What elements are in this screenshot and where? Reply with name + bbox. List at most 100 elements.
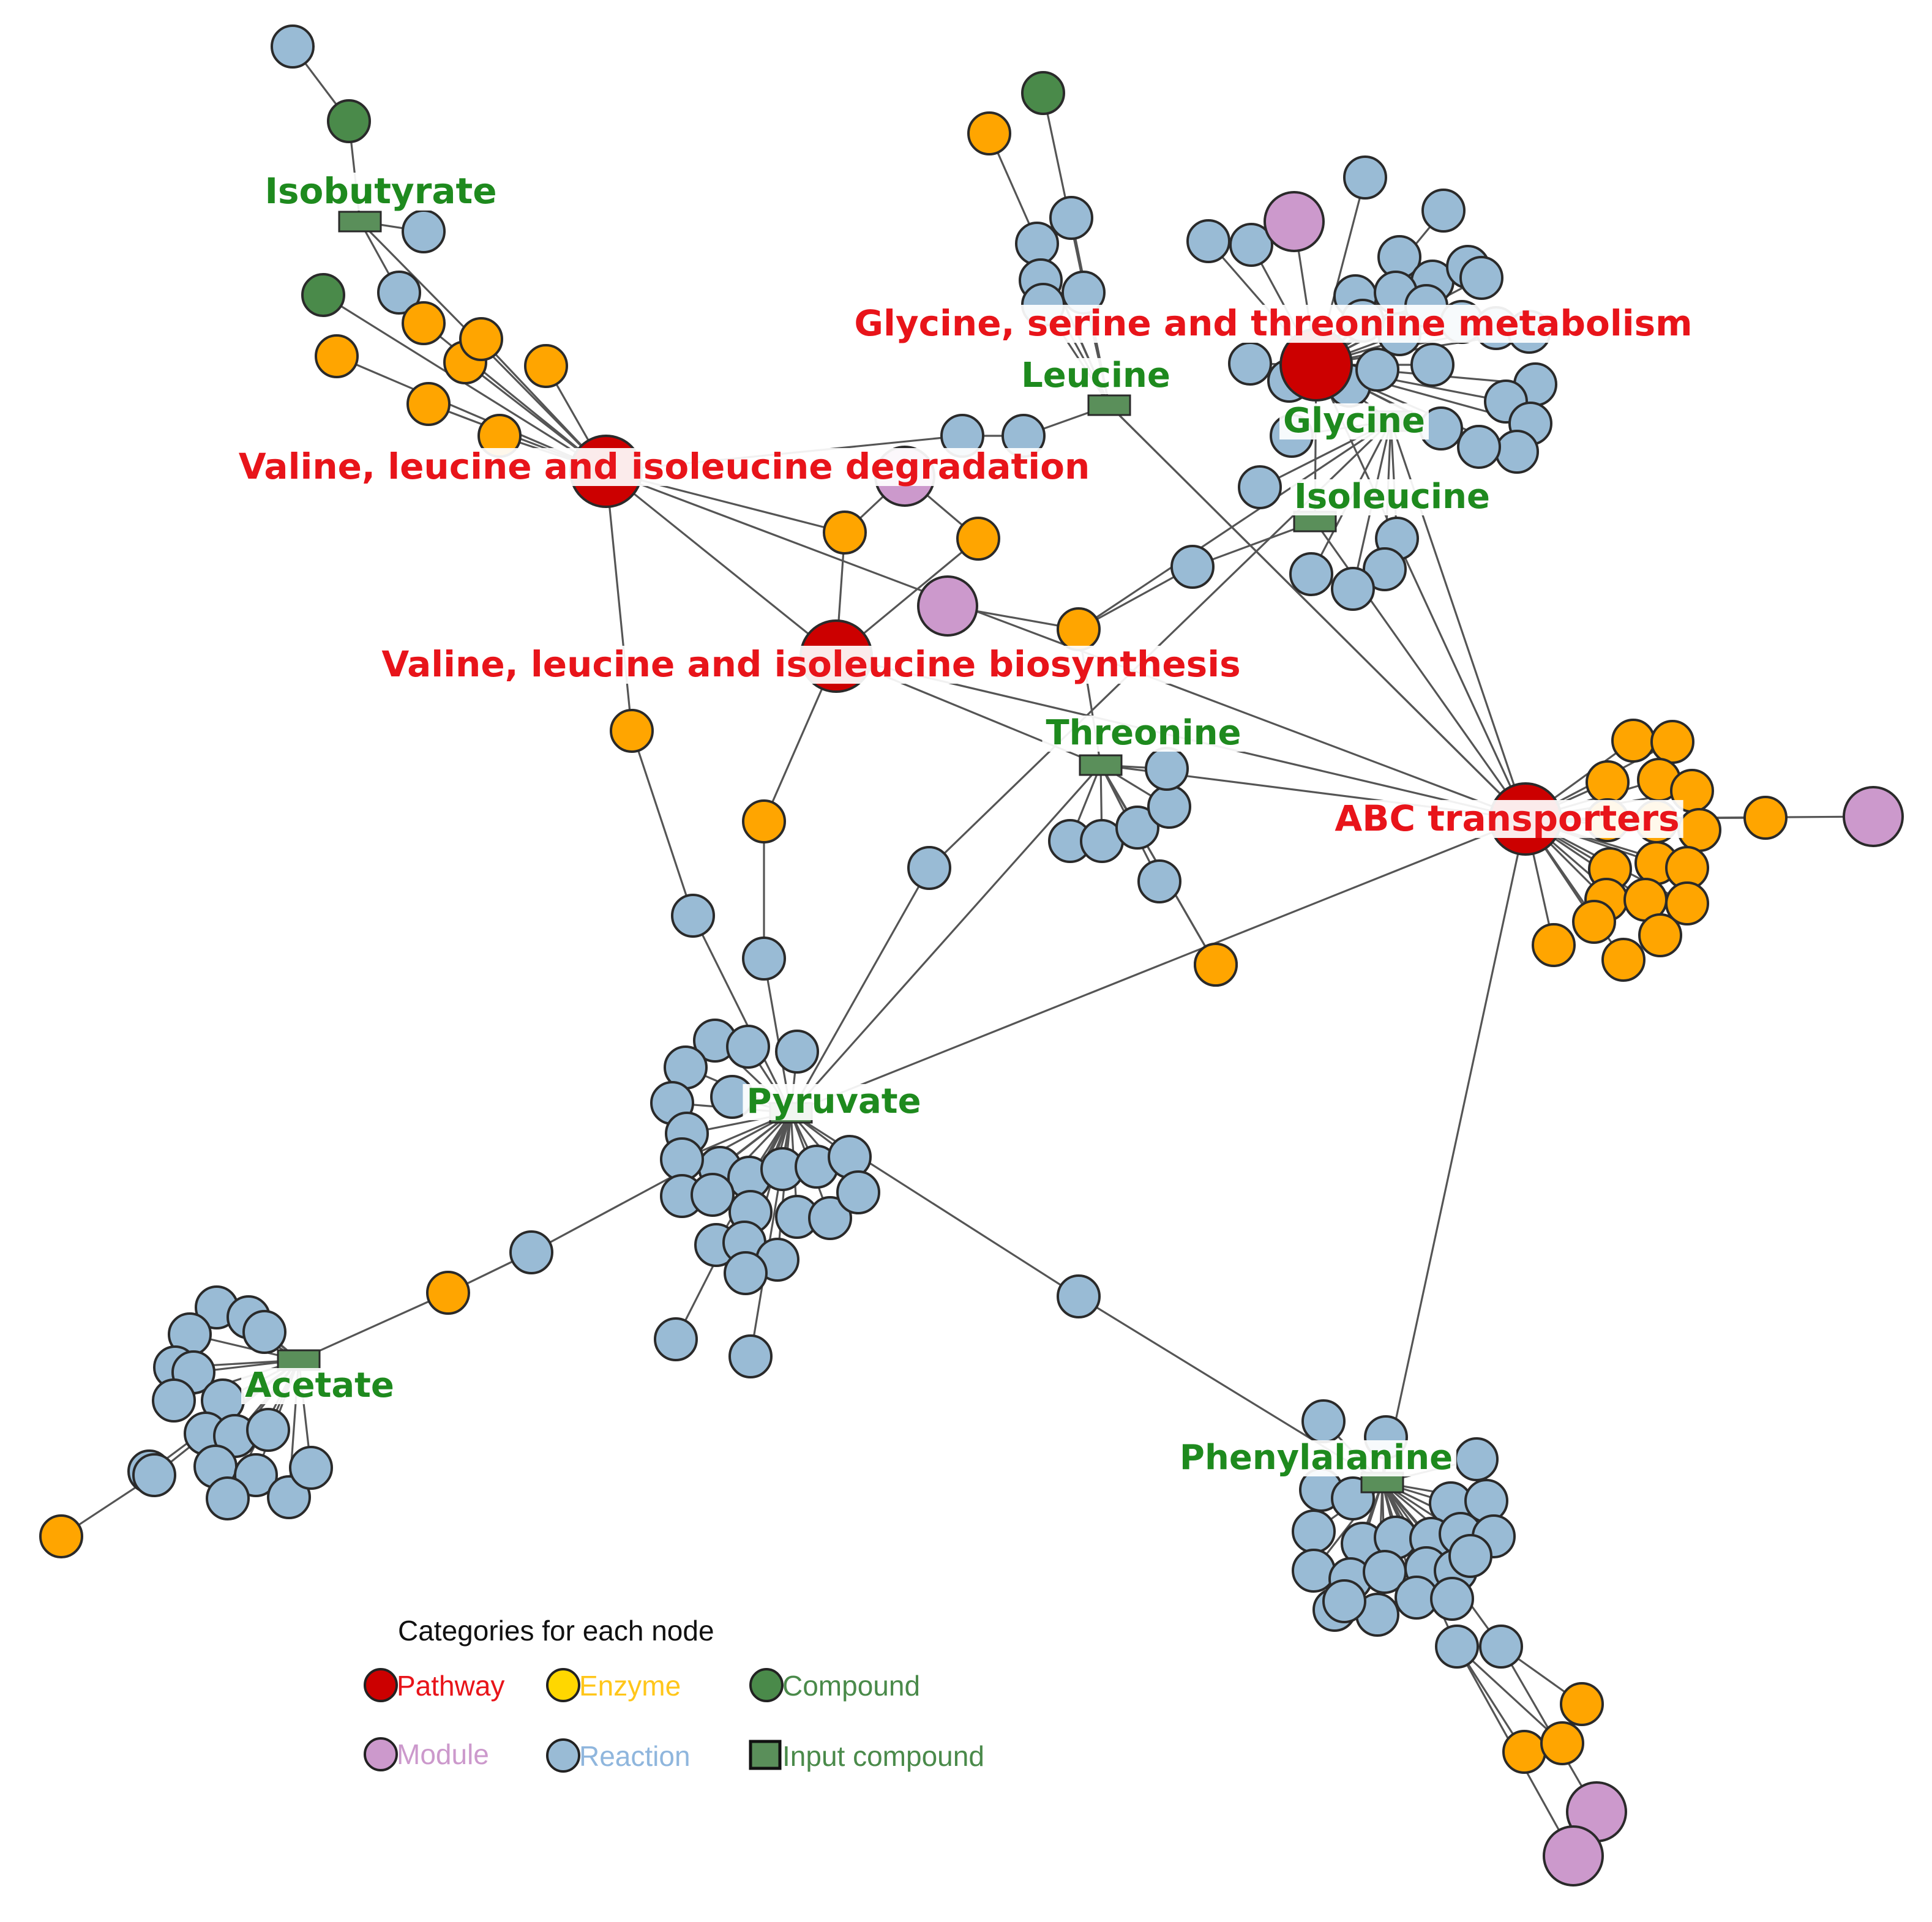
reaction-node[interactable]	[907, 846, 951, 890]
reaction-node[interactable]	[1435, 1625, 1479, 1669]
enzyme-node[interactable]	[967, 111, 1011, 155]
reaction-node[interactable]	[1292, 1509, 1336, 1554]
enzyme-node[interactable]	[1532, 923, 1576, 967]
reaction-node[interactable]	[377, 271, 421, 315]
reaction-node[interactable]	[1459, 256, 1503, 300]
reaction-node[interactable]	[267, 1475, 311, 1519]
reaction-node[interactable]	[1289, 552, 1333, 596]
input-compound-node-leucine[interactable]	[1087, 394, 1131, 416]
reaction-node[interactable]	[1170, 545, 1215, 589]
reaction-node[interactable]	[671, 894, 715, 938]
reaction-node[interactable]	[1430, 1577, 1474, 1621]
enzyme-node[interactable]	[610, 709, 654, 753]
compound-node[interactable]	[1021, 71, 1065, 115]
legend-module-label: Module	[397, 1738, 489, 1770]
enzyme-node[interactable]	[406, 382, 451, 426]
reaction-node[interactable]	[1448, 1534, 1492, 1578]
enzyme-node[interactable]	[1560, 1682, 1604, 1726]
reaction-node[interactable]	[1331, 567, 1375, 611]
compound-label-isoleucine: Isoleucine	[1294, 477, 1490, 517]
reaction-node[interactable]	[1455, 1437, 1499, 1481]
reaction-node[interactable]	[775, 1030, 819, 1074]
reaction-node[interactable]	[654, 1317, 698, 1361]
compound-node[interactable]	[301, 273, 345, 317]
enzyme-node[interactable]	[956, 517, 1000, 561]
reaction-node[interactable]	[1238, 465, 1282, 509]
reaction-node[interactable]	[1015, 222, 1059, 266]
enzyme-node[interactable]	[1194, 943, 1238, 987]
reaction-node[interactable]	[242, 1310, 286, 1354]
reaction-node[interactable]	[808, 1196, 852, 1240]
pathway-label-val-degradation: Valine, leucine and isoleucine degradati…	[239, 446, 1090, 487]
enzyme-node[interactable]	[402, 301, 446, 345]
reaction-node[interactable]	[1137, 859, 1181, 903]
enzyme-node[interactable]	[1601, 938, 1646, 982]
module-node[interactable]	[1264, 191, 1325, 252]
reaction-node[interactable]	[1147, 785, 1191, 829]
enzyme-node[interactable]	[1502, 1730, 1546, 1774]
reaction-node[interactable]	[660, 1137, 704, 1181]
enzyme-node[interactable]	[742, 799, 786, 843]
reaction-node[interactable]	[1049, 196, 1093, 240]
compound-label-leucine: Leucine	[1021, 356, 1170, 395]
reaction-node[interactable]	[1186, 219, 1230, 263]
legend: Categories for each node Pathway Enzyme …	[364, 1615, 984, 1773]
enzyme-node[interactable]	[1650, 720, 1694, 764]
reaction-node[interactable]	[836, 1170, 880, 1214]
module-node[interactable]	[917, 575, 978, 637]
enzyme-node[interactable]	[1677, 808, 1721, 852]
reaction-node[interactable]	[1410, 343, 1455, 387]
reaction-node[interactable]	[1457, 425, 1501, 469]
reaction-node[interactable]	[1301, 1399, 1346, 1443]
module-node[interactable]	[1543, 1825, 1604, 1886]
enzyme-node[interactable]	[823, 510, 867, 555]
reaction-node[interactable]	[1292, 1549, 1336, 1593]
reaction-node[interactable]	[726, 1025, 770, 1069]
module-node[interactable]	[1843, 786, 1904, 847]
reaction-node[interactable]	[1057, 1274, 1101, 1318]
reaction-node[interactable]	[152, 1378, 196, 1423]
input-compound-node-threonine[interactable]	[1079, 754, 1123, 776]
reaction-node[interactable]	[1228, 342, 1272, 386]
reaction-node[interactable]	[1145, 747, 1189, 791]
reaction-node[interactable]	[742, 937, 786, 981]
enzyme-node[interactable]	[39, 1514, 83, 1558]
reaction-node[interactable]	[1421, 189, 1466, 233]
enzyme-node[interactable]	[459, 317, 503, 361]
reaction-node[interactable]	[1355, 348, 1399, 392]
reaction-node[interactable]	[289, 1446, 333, 1490]
compound-label-pyruvate: Pyruvate	[746, 1082, 921, 1121]
reaction-node[interactable]	[1479, 1625, 1523, 1669]
input-compound-node-isobutyrate[interactable]	[338, 211, 382, 233]
reaction-node[interactable]	[724, 1251, 768, 1295]
reaction-node[interactable]	[691, 1173, 735, 1217]
enzyme-node[interactable]	[1743, 796, 1788, 840]
enzyme-node[interactable]	[315, 334, 359, 378]
enzyme-node[interactable]	[1665, 881, 1709, 925]
reaction-node[interactable]	[728, 1334, 773, 1378]
reaction-node[interactable]	[1229, 223, 1273, 267]
reaction-node[interactable]	[1322, 1579, 1366, 1623]
label-background	[743, 1084, 925, 1120]
reaction-node[interactable]	[246, 1408, 290, 1452]
edge	[298, 1292, 449, 1361]
reaction-node[interactable]	[271, 24, 315, 69]
reaction-node[interactable]	[206, 1476, 250, 1520]
enzyme-node[interactable]	[524, 344, 568, 388]
reaction-node[interactable]	[509, 1230, 553, 1274]
enzyme-node[interactable]	[1540, 1721, 1584, 1765]
compound-node[interactable]	[327, 99, 371, 143]
label-background	[261, 173, 501, 211]
reaction-node[interactable]	[1363, 547, 1407, 591]
edge	[531, 1112, 792, 1254]
reaction-node[interactable]	[1495, 430, 1539, 474]
reaction-node[interactable]	[132, 1453, 176, 1497]
reaction-node[interactable]	[1115, 806, 1159, 850]
enzyme-node[interactable]	[1586, 760, 1630, 804]
reaction-node[interactable]	[1343, 155, 1387, 200]
enzyme-node[interactable]	[426, 1271, 470, 1315]
enzyme-node[interactable]	[1572, 900, 1616, 944]
enzyme-node[interactable]	[1638, 913, 1682, 957]
reaction-node[interactable]	[402, 209, 446, 253]
enzyme-node[interactable]	[1611, 719, 1655, 763]
